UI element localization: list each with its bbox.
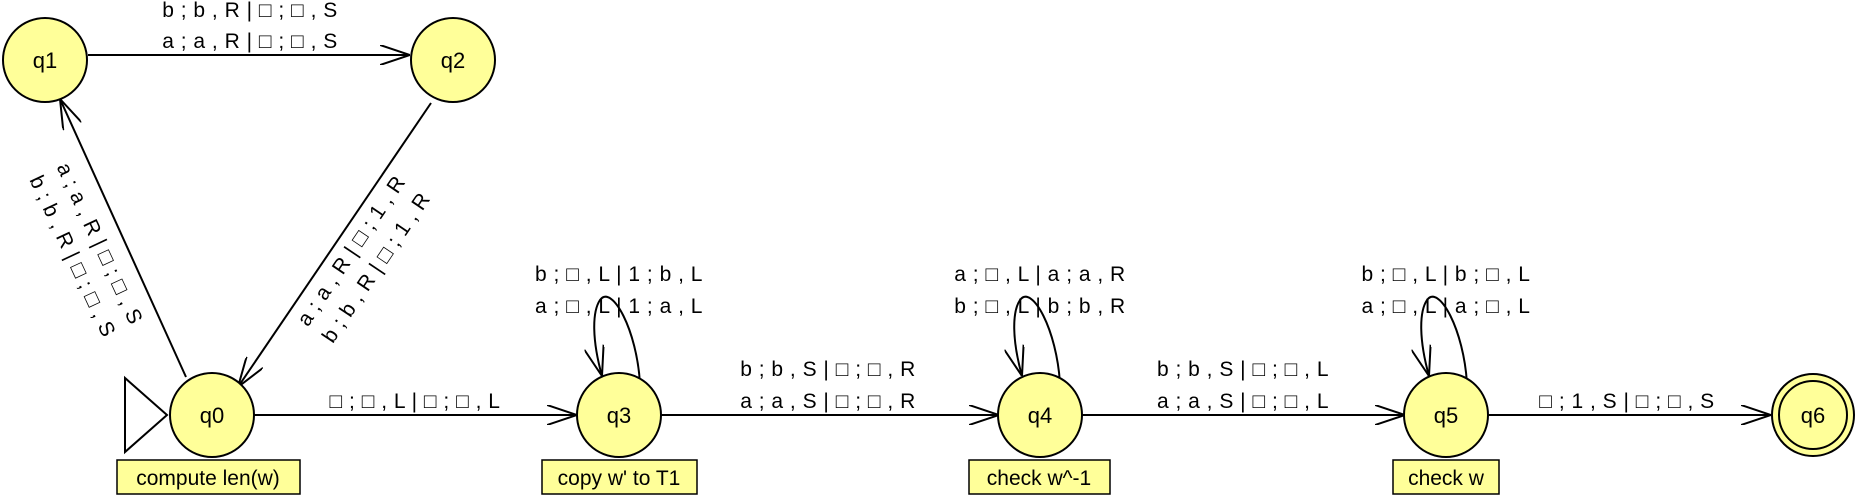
state-q1-circle[interactable] [2, 17, 88, 103]
state-q6-label: q6 [1801, 403, 1825, 428]
state-q3-label: q3 [607, 403, 631, 428]
state-labels: q0 q1 q2 q3 q4 q5 q6 [33, 48, 1825, 428]
note-box-q3[interactable] [541, 459, 698, 495]
note-box-q0[interactable] [116, 459, 301, 495]
label-q4-q5-line2: a ; a , S | □ ; □ , L [1157, 390, 1329, 413]
self-loop-q3[interactable] [594, 295, 641, 385]
state-q4-circle[interactable] [997, 372, 1083, 458]
state-q5-label: q5 [1434, 403, 1458, 428]
label-q5-loop-line1: b ; □ , L | b ; □ , L [1362, 263, 1531, 286]
note-labels: compute len(w) copy w' to T1 check w^-1 … [136, 467, 1485, 490]
note-box-q5[interactable] [1392, 459, 1500, 495]
transition-labels: b ; b , R | □ ; □ , S a ; a , R | □ ; □ … [25, 0, 1715, 413]
state-q1-label: q1 [33, 48, 57, 73]
state-q4-label: q4 [1028, 403, 1052, 428]
state-q0-label: q0 [200, 403, 224, 428]
label-q3-q4-line1: b ; b , S | □ ; □ , R [740, 358, 916, 381]
label-q3-loop-line2: a ; □ , L | 1 ; a , L [535, 295, 703, 318]
label-q4-loop-line1: a ; □ , L | a ; a , R [954, 263, 1125, 286]
edges [60, 55, 1771, 455]
self-loop-q4[interactable] [1014, 295, 1061, 385]
state-q3-circle[interactable] [576, 372, 662, 458]
state-q0-circle[interactable] [169, 372, 255, 458]
label-q4-q5-line1: b ; b , S | □ ; □ , L [1157, 358, 1329, 381]
label-q3-q4-line2: a ; a , S | □ ; □ , R [740, 390, 916, 413]
label-q4-loop-line2: b ; □ , L | b ; b , R [954, 295, 1125, 318]
note-q3: copy w' to T1 [558, 467, 681, 490]
note-q4: check w^-1 [987, 467, 1091, 490]
self-loop-q5[interactable] [1421, 295, 1468, 385]
edge-q2-q0[interactable] [238, 102, 432, 387]
state-q5-circle[interactable] [1403, 372, 1489, 458]
note-q0: compute len(w) [136, 467, 280, 490]
label-q1-q2-line1: b ; b , R | □ ; □ , S [162, 0, 338, 22]
label-q5-loop-line2: a ; □ , L | a ; □ , L [1362, 295, 1531, 318]
note-q5: check w [1408, 467, 1485, 490]
state-q2-circle[interactable] [410, 17, 496, 103]
state-q6-inner-circle [1778, 380, 1848, 450]
label-q1-q2-line2: a ; a , R | □ ; □ , S [162, 30, 338, 53]
label-q0-q3-line1: □ ; □ , L | □ ; □ , L [330, 390, 501, 413]
label-q3-loop-line1: b ; □ , L | 1 ; b , L [535, 263, 703, 286]
state-q2-label: q2 [441, 48, 465, 73]
edge-q0-q1[interactable] [60, 99, 187, 378]
notes [116, 459, 1500, 495]
label-q5-q6-line1: □ ; 1 , S | □ ; □ , S [1539, 390, 1714, 413]
note-box-q4[interactable] [968, 459, 1111, 495]
states [2, 17, 1855, 458]
start-arrow-icon [124, 375, 169, 455]
